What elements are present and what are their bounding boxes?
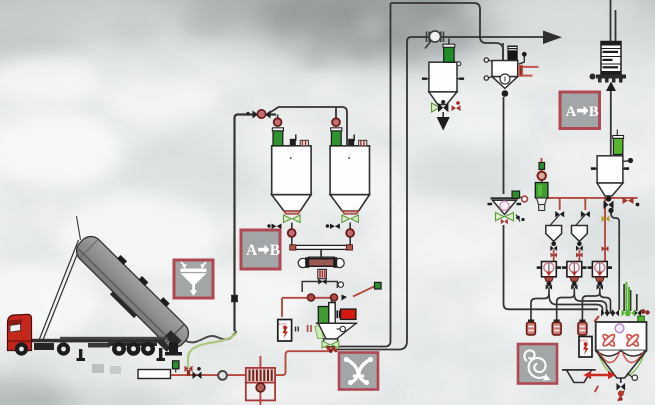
svg-text:B: B xyxy=(589,104,599,120)
svg-text:A: A xyxy=(566,104,577,120)
svg-text:B: B xyxy=(270,242,280,259)
svg-text:A: A xyxy=(246,242,258,259)
svg-text:FCC: FCC xyxy=(580,338,588,343)
svg-text:FCC: FCC xyxy=(279,322,287,327)
